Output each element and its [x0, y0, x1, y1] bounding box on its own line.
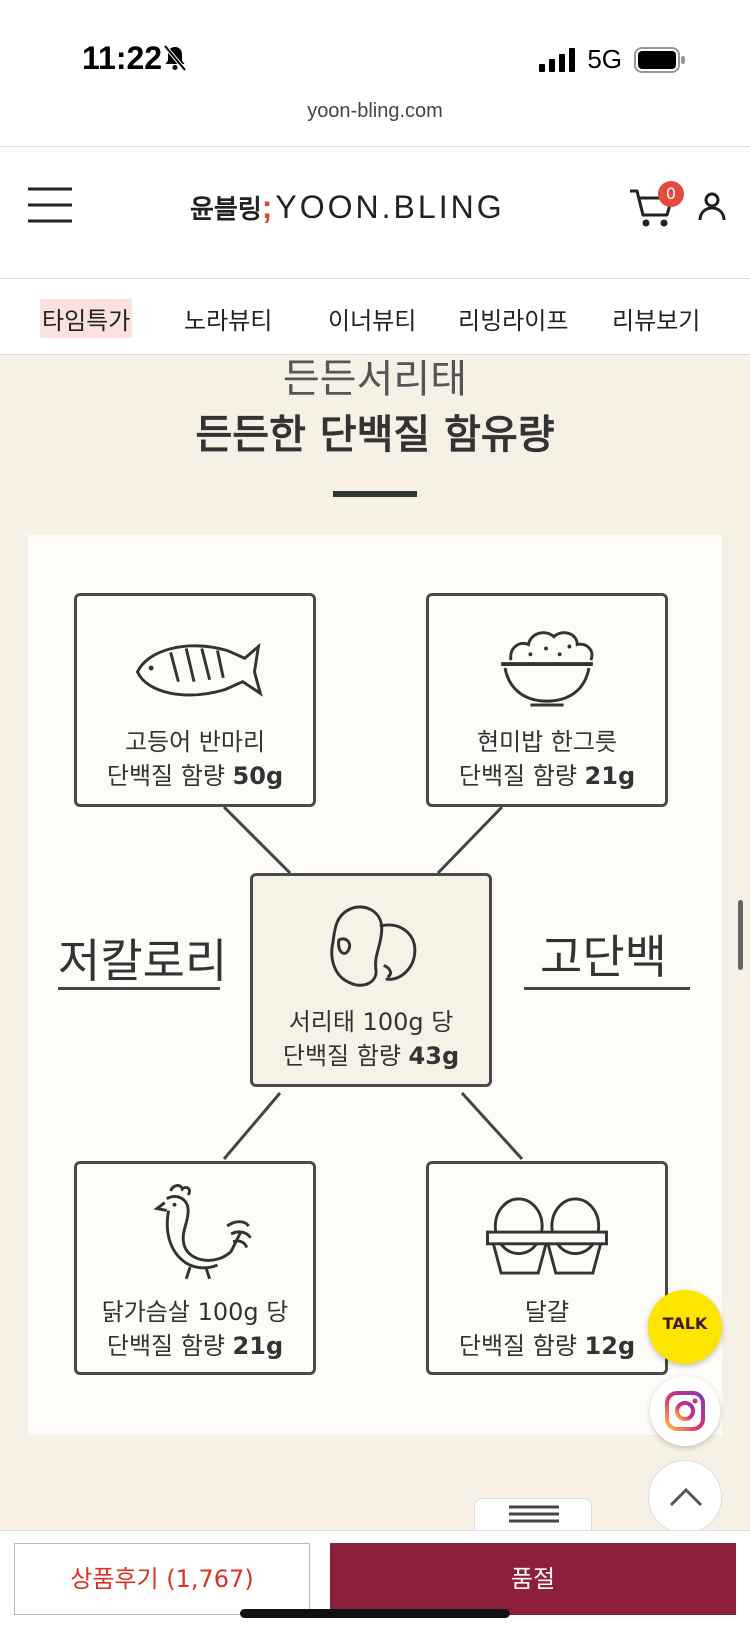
- chicken-line2: 단백질 함량 21g: [106, 1332, 284, 1360]
- hamburger-icon: [28, 187, 72, 223]
- product-review-button[interactable]: 상품후기 (1,767): [14, 1543, 310, 1615]
- drawer-handle-icon: [509, 1505, 559, 1523]
- mackerel-line1: 고등어 반마리: [124, 728, 266, 756]
- protein-infographic: 고등어 반마리 단백질 함량 50g 현미밥 한그릇 단백질 함량 21g: [28, 535, 722, 1435]
- hamburger-menu-button[interactable]: [28, 185, 72, 225]
- black-bean-box: 서리태 100g 당 단백질 함량 43g: [250, 873, 492, 1087]
- nav-item-time-sale[interactable]: 타임특가: [40, 299, 133, 338]
- egg-box: 달걀 단백질 함량 12g: [426, 1161, 668, 1375]
- kakao-talk-button[interactable]: TALK: [648, 1290, 722, 1364]
- site-header: 윤블링;YOON.BLING 0: [0, 146, 750, 279]
- chicken-box: 닭가슴살 100g 당 단백질 함량 21g: [74, 1161, 316, 1375]
- status-bar: 11:22 5G: [0, 0, 750, 100]
- bean-icon: [330, 905, 417, 987]
- cart-count-badge: 0: [658, 181, 684, 207]
- scroll-to-top-button[interactable]: [648, 1460, 722, 1534]
- low-calorie-label: 저칼로리: [58, 934, 228, 988]
- url-bar[interactable]: yoon-bling.com: [0, 100, 750, 146]
- mackerel-box: 고등어 반마리 단백질 함량 50g: [74, 593, 316, 807]
- logo-separator: ;: [261, 189, 276, 225]
- chicken-icon: [153, 1184, 252, 1280]
- scrollbar-thumb[interactable]: [738, 900, 743, 970]
- user-icon: [698, 192, 726, 221]
- rice-line2: 단백질 함량 21g: [458, 762, 636, 790]
- logo-english: YOON.BLING: [275, 189, 505, 225]
- rice-box: 현미밥 한그릇 단백질 함량 21g: [426, 593, 668, 807]
- category-nav: 타임특가 노라뷰티 이너뷰티 리빙라이프 리뷰보기: [0, 279, 750, 355]
- instagram-button[interactable]: [650, 1376, 720, 1446]
- nav-item-reviews[interactable]: 리뷰보기: [612, 307, 701, 335]
- sold-out-button[interactable]: 품절: [330, 1543, 736, 1615]
- connector-lines: [222, 805, 524, 1161]
- chicken-line1: 닭가슴살 100g 당: [101, 1298, 289, 1326]
- mackerel-line2: 단백질 함량 50g: [106, 762, 284, 790]
- user-account-button[interactable]: [698, 191, 726, 221]
- low-calorie-underline: [58, 987, 220, 990]
- rice-bowl-icon: [501, 631, 594, 707]
- fish-icon: [135, 642, 263, 697]
- mackerel-value: 50g: [232, 762, 284, 790]
- rice-line1: 현미밥 한그릇: [476, 728, 618, 756]
- nav-item-nora-beauty[interactable]: 노라뷰티: [184, 307, 273, 335]
- bottom-drawer-handle[interactable]: [474, 1498, 592, 1530]
- url-text: yoon-bling.com: [307, 100, 443, 122]
- signal-icon: [539, 47, 576, 72]
- bean-line1: 서리태 100g 당: [288, 1008, 454, 1036]
- high-protein-underline: [524, 987, 690, 990]
- status-time: 11:22: [82, 40, 163, 76]
- status-indicators: 5G: [539, 44, 686, 75]
- logo-korean: 윤블링: [190, 194, 262, 224]
- bell-muted-icon: [163, 44, 187, 72]
- bean-line2: 단백질 함량 43g: [282, 1042, 460, 1070]
- battery-icon: [634, 46, 685, 73]
- nav-item-inner-beauty[interactable]: 이너뷰티: [328, 307, 417, 335]
- chevron-up-icon: [669, 1487, 703, 1507]
- high-protein-label: 고단백: [540, 930, 667, 984]
- section-heading: 든든한 단백질 함유량: [195, 412, 555, 458]
- chicken-value: 21g: [232, 1332, 284, 1360]
- home-indicator[interactable]: [240, 1609, 510, 1618]
- rice-value: 21g: [584, 762, 636, 790]
- kakao-talk-label: TALK: [662, 1314, 708, 1333]
- egg-line1: 달걀: [524, 1298, 570, 1326]
- network-type: 5G: [587, 44, 622, 74]
- site-logo[interactable]: 윤블링;YOON.BLING: [190, 189, 505, 226]
- egg-line2: 단백질 함량 12g: [458, 1332, 636, 1360]
- heading-divider: [333, 491, 417, 497]
- instagram-icon: [665, 1391, 705, 1431]
- nav-item-living-life[interactable]: 리빙라이프: [458, 307, 569, 335]
- cart-button[interactable]: 0: [628, 181, 684, 229]
- bean-value: 43g: [408, 1042, 460, 1070]
- egg-carton-icon: [486, 1197, 608, 1275]
- egg-value: 12g: [584, 1332, 636, 1360]
- section-heading-partial: 든든서리태: [283, 356, 467, 402]
